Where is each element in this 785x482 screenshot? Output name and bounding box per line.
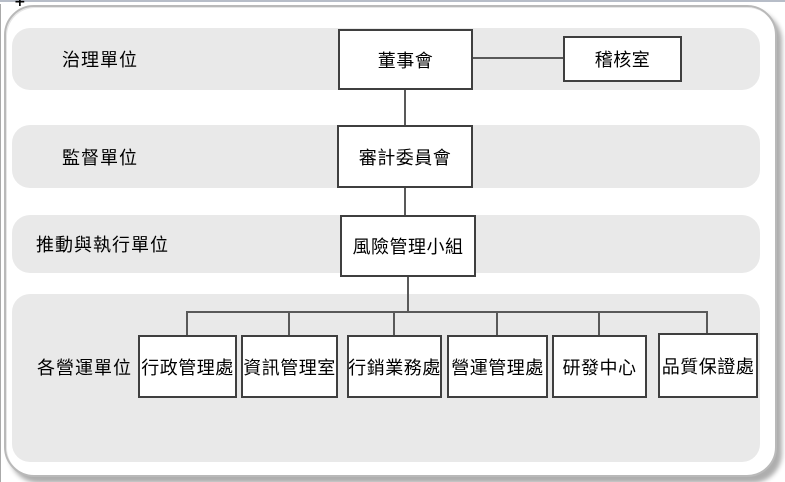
node-board-of-directors-label: 董事會 — [377, 50, 434, 72]
node-marketing-dept: 行銷業務處 — [347, 335, 442, 398]
connector-bus-to-ops — [496, 311, 498, 335]
node-quality-assurance-dept-label: 品質保證處 — [661, 356, 755, 378]
connector-bus-to-it — [288, 311, 290, 335]
node-operations-dept-label: 營運管理處 — [451, 357, 544, 379]
node-administration-dept-label: 行政管理處 — [141, 357, 234, 379]
node-audit-committee-label: 審計委員會 — [358, 147, 452, 169]
connector-bus-to-admin — [186, 311, 188, 335]
lane-label-execution: 推動與執行單位 — [36, 235, 169, 256]
lane-label-governance: 治理單位 — [62, 50, 138, 71]
node-rd-center-label: 研發中心 — [562, 357, 637, 379]
canvas-left-edge-line — [0, 4, 1, 482]
node-quality-assurance-dept: 品質保證處 — [658, 333, 758, 398]
node-rd-center: 研發中心 — [552, 335, 647, 398]
connector-risk-team-to-bus — [407, 277, 409, 313]
connector-bus-to-rd — [598, 311, 600, 335]
connector-audit-committee-to-risk-team — [404, 188, 406, 215]
node-information-dept: 資訊管理室 — [241, 335, 338, 398]
connector-bus-to-marketing — [393, 311, 395, 335]
node-risk-management-team-label: 風險管理小組 — [352, 237, 464, 258]
node-audit-committee: 審計委員會 — [337, 125, 473, 188]
node-audit-office: 稽核室 — [563, 36, 682, 82]
node-marketing-dept-label: 行銷業務處 — [348, 357, 441, 379]
connector-operations-bus — [186, 311, 708, 313]
connector-bus-to-qa — [706, 311, 708, 335]
node-risk-management-team: 風險管理小組 — [340, 215, 476, 277]
node-audit-office-label: 稽核室 — [594, 50, 651, 71]
connector-board-to-audit-committee — [404, 90, 406, 125]
node-board-of-directors: 董事會 — [338, 29, 473, 90]
connector-board-to-audit-office — [473, 57, 563, 59]
anchor-cross-marker: + — [14, 0, 26, 10]
node-operations-dept: 營運管理處 — [447, 335, 548, 398]
lane-label-supervision: 監督單位 — [62, 147, 138, 169]
lane-label-operations: 各營運單位 — [37, 357, 132, 379]
node-information-dept-label: 資訊管理室 — [243, 357, 336, 379]
canvas-top-edge-line — [0, 0, 785, 2]
node-administration-dept: 行政管理處 — [138, 335, 237, 398]
